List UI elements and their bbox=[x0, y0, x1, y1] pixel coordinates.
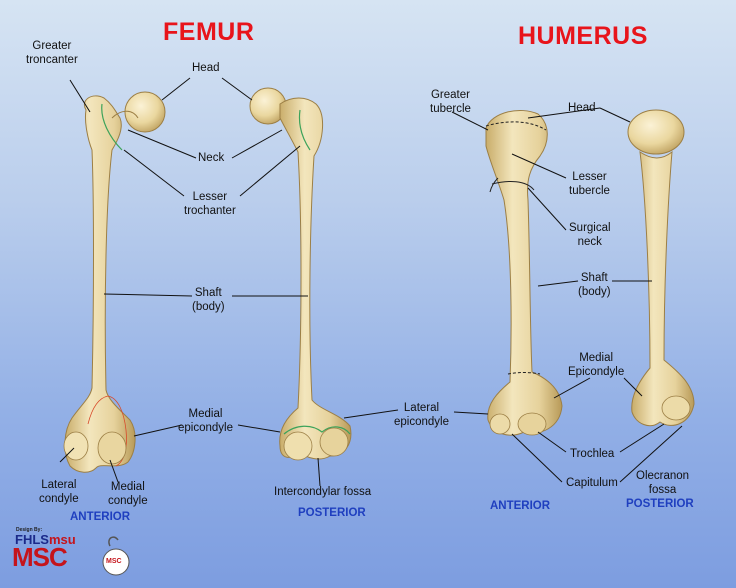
fhlsmsu-logo: FHLSmsu bbox=[15, 532, 76, 547]
label-lesser-trochanter: Lesser trochanter bbox=[184, 191, 236, 217]
femur-title: FEMUR bbox=[163, 18, 255, 46]
humerus-anterior bbox=[485, 110, 563, 436]
leader-lines bbox=[59, 77, 683, 487]
msc-logo: MSC bbox=[12, 542, 68, 572]
label-lesser-tubercle: Lesser tubercle bbox=[569, 171, 610, 197]
humerus-posterior bbox=[627, 109, 695, 427]
label-capitulum: Capitulum bbox=[566, 477, 618, 489]
designed-by-label: Design By: bbox=[16, 527, 43, 533]
humerus-posterior-caption: POSTERIOR bbox=[626, 498, 694, 510]
label-femur-medial-epicondyle: Medial epicondyle bbox=[178, 408, 233, 434]
label-intercondylar-fossa: Intercondylar fossa bbox=[274, 486, 372, 498]
msc-badge-label: MSC bbox=[106, 558, 122, 565]
label-femur-neck: Neck bbox=[198, 152, 225, 164]
humerus-anterior-caption: ANTERIOR bbox=[490, 500, 551, 512]
label-olecranon-fossa: Olecranon fossa bbox=[636, 470, 690, 496]
label-greater-tubercle: Greater tubercle bbox=[430, 89, 471, 115]
label-femur-head: Head bbox=[192, 62, 220, 74]
label-lateral-epicondyle: Lateral epicondyle bbox=[394, 402, 449, 428]
label-surgical-neck: Surgical neck bbox=[569, 222, 611, 248]
femur-posterior bbox=[249, 87, 352, 461]
humerus-title: HUMERUS bbox=[518, 22, 648, 50]
label-greater-trochanter: Greater troncanter bbox=[26, 40, 78, 66]
femur-posterior-caption: POSTERIOR bbox=[298, 507, 366, 519]
label-femur-shaft: Shaft (body) bbox=[192, 287, 225, 313]
label-humerus-shaft: Shaft (body) bbox=[578, 272, 611, 298]
label-lateral-condyle: Lateral condyle bbox=[39, 479, 79, 505]
label-medial-condyle: Medial condyle bbox=[108, 481, 148, 507]
msc-badge-graphic bbox=[102, 536, 130, 576]
label-humerus-head: Head bbox=[568, 102, 596, 114]
femur-anterior-caption: ANTERIOR bbox=[70, 511, 131, 523]
label-humerus-medial-epicondyle: Medial Epicondyle bbox=[568, 352, 625, 378]
label-trochlea: Trochlea bbox=[570, 448, 615, 460]
femur-anterior bbox=[63, 91, 166, 473]
